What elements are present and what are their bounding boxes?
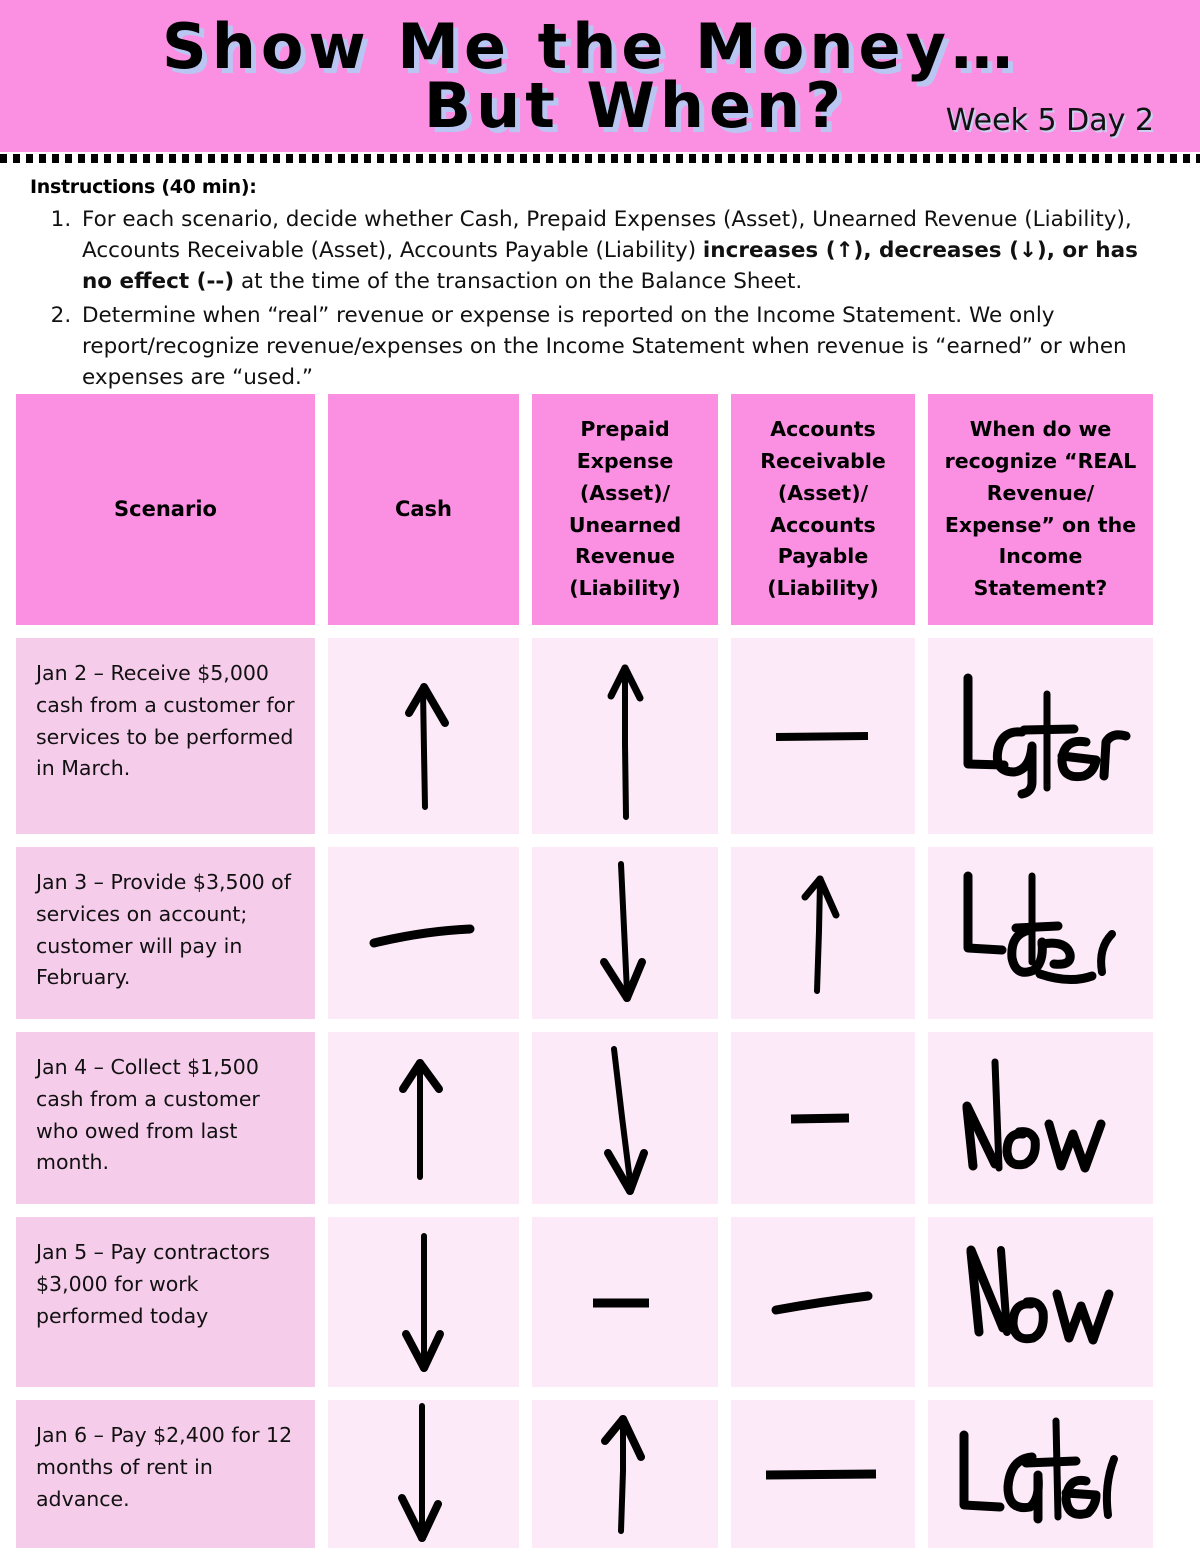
scenario-cell: Jan 2 – Receive $5,000 cash from a custo… <box>16 638 315 834</box>
column-header-cash-label: Cash <box>394 497 453 522</box>
dash-icon <box>731 1217 915 1387</box>
ar-ap-answer-cell[interactable] <box>731 638 915 834</box>
title-line-2: But When? <box>423 68 847 142</box>
column-header-cash: Cash <box>328 394 519 625</box>
cash-answer-cell[interactable] <box>328 1400 519 1548</box>
dash-icon <box>328 847 519 1019</box>
title-line-1: Show Me the Money… <box>162 10 1018 83</box>
table-row: Jan 3 – Provide $3,500 of services on ac… <box>16 847 1156 1019</box>
week-day-label: Week 5 Day 2 <box>945 103 1154 138</box>
handwritten-now-text <box>928 1032 1153 1204</box>
down-arrow-icon <box>532 847 718 1019</box>
down-arrow-icon <box>328 1400 519 1548</box>
scenario-cell: Jan 4 – Collect $1,500 cash from a custo… <box>16 1032 315 1204</box>
column-header-recognize-label: When do we recognize “REAL Revenue/ Expe… <box>944 417 1137 601</box>
ar-ap-answer-cell[interactable] <box>731 847 915 1019</box>
prepaid-unearned-answer-cell[interactable] <box>532 1217 718 1387</box>
column-header-scenario-label: Scenario <box>114 497 217 522</box>
scenario-cell: Jan 3 – Provide $3,500 of services on ac… <box>16 847 315 1019</box>
ar-ap-answer-cell[interactable] <box>731 1217 915 1387</box>
handwritten-later-text <box>928 847 1153 1019</box>
dash-icon <box>731 1032 915 1204</box>
up-arrow-icon <box>532 1400 718 1548</box>
scenario-table: Scenario Cash Prepaid Expense (Asset)/ U… <box>16 394 1156 1561</box>
handwritten-later-text <box>928 1400 1153 1548</box>
column-header-prepaid-unearned: Prepaid Expense (Asset)/ Unearned Revenu… <box>532 394 718 625</box>
recognize-answer-cell[interactable] <box>928 847 1153 1019</box>
up-arrow-icon <box>731 847 915 1019</box>
dash-icon <box>532 1217 718 1387</box>
instructions-list: For each scenario, decide whether Cash, … <box>30 204 1170 393</box>
instruction-1-text-b: at the time of the transaction on the Ba… <box>234 269 803 295</box>
instructions-section: Instructions (40 min): For each scenario… <box>30 176 1170 395</box>
recognize-answer-cell[interactable] <box>928 1032 1153 1204</box>
prepaid-unearned-answer-cell[interactable] <box>532 847 718 1019</box>
table-row: Jan 2 – Receive $5,000 cash from a custo… <box>16 638 1156 834</box>
cash-answer-cell[interactable] <box>328 1217 519 1387</box>
prepaid-unearned-answer-cell[interactable] <box>532 638 718 834</box>
scenario-text: Jan 3 – Provide $3,500 of services on ac… <box>36 870 291 990</box>
instruction-1-text-a: For each scenario, decide whether Cash, … <box>82 207 1132 264</box>
down-arrow-icon <box>328 1217 519 1387</box>
scenario-text: Jan 4 – Collect $1,500 cash from a custo… <box>36 1055 260 1175</box>
column-header-prepaid-unearned-label: Prepaid Expense (Asset)/ Unearned Revenu… <box>568 417 682 601</box>
scenario-cell: Jan 6 – Pay $2,400 for 12 months of rent… <box>16 1400 315 1548</box>
column-header-ar-ap-label: Accounts Receivable (Asset)/ Accounts Pa… <box>760 417 886 601</box>
scenario-text: Jan 2 – Receive $5,000 cash from a custo… <box>36 661 295 781</box>
dash-icon <box>731 638 915 834</box>
recognize-answer-cell[interactable] <box>928 1217 1153 1387</box>
banner-title: Show Me the Money… But When? <box>0 10 1160 142</box>
dash-icon <box>731 1400 915 1548</box>
up-arrow-icon <box>328 1032 519 1204</box>
handwritten-now-text <box>928 1217 1153 1387</box>
scenario-text: Jan 6 – Pay $2,400 for 12 months of rent… <box>36 1423 293 1511</box>
cash-answer-cell[interactable] <box>328 638 519 834</box>
table-row: Jan 5 – Pay contractors $3,000 for work … <box>16 1217 1156 1387</box>
column-header-ar-ap: Accounts Receivable (Asset)/ Accounts Pa… <box>731 394 915 625</box>
ar-ap-answer-cell[interactable] <box>731 1032 915 1204</box>
dashed-divider <box>0 152 1200 164</box>
instruction-item-1: For each scenario, decide whether Cash, … <box>78 204 1170 298</box>
scenario-text: Jan 5 – Pay contractors $3,000 for work … <box>36 1240 270 1328</box>
header-banner: Show Me the Money… But When? Week 5 Day … <box>0 0 1200 152</box>
table-row: Jan 6 – Pay $2,400 for 12 months of rent… <box>16 1400 1156 1548</box>
table-row: Jan 4 – Collect $1,500 cash from a custo… <box>16 1032 1156 1204</box>
column-header-recognize: When do we recognize “REAL Revenue/ Expe… <box>928 394 1153 625</box>
scenario-cell: Jan 5 – Pay contractors $3,000 for work … <box>16 1217 315 1387</box>
instruction-item-2: Determine when “real” revenue or expense… <box>78 300 1170 394</box>
recognize-answer-cell[interactable] <box>928 1400 1153 1548</box>
prepaid-unearned-answer-cell[interactable] <box>532 1400 718 1548</box>
prepaid-unearned-answer-cell[interactable] <box>532 1032 718 1204</box>
table-header-row: Scenario Cash Prepaid Expense (Asset)/ U… <box>16 394 1156 625</box>
instructions-heading: Instructions (40 min): <box>30 176 257 198</box>
cash-answer-cell[interactable] <box>328 1032 519 1204</box>
column-header-scenario: Scenario <box>16 394 315 625</box>
ar-ap-answer-cell[interactable] <box>731 1400 915 1548</box>
handwritten-later-text <box>928 638 1153 834</box>
recognize-answer-cell[interactable] <box>928 638 1153 834</box>
cash-answer-cell[interactable] <box>328 847 519 1019</box>
up-arrow-icon <box>328 638 519 834</box>
instruction-1-bold: increases (↑), decreases (↓), or has no … <box>82 238 1138 295</box>
down-arrow-icon <box>532 1032 718 1204</box>
up-arrow-icon <box>532 638 718 834</box>
